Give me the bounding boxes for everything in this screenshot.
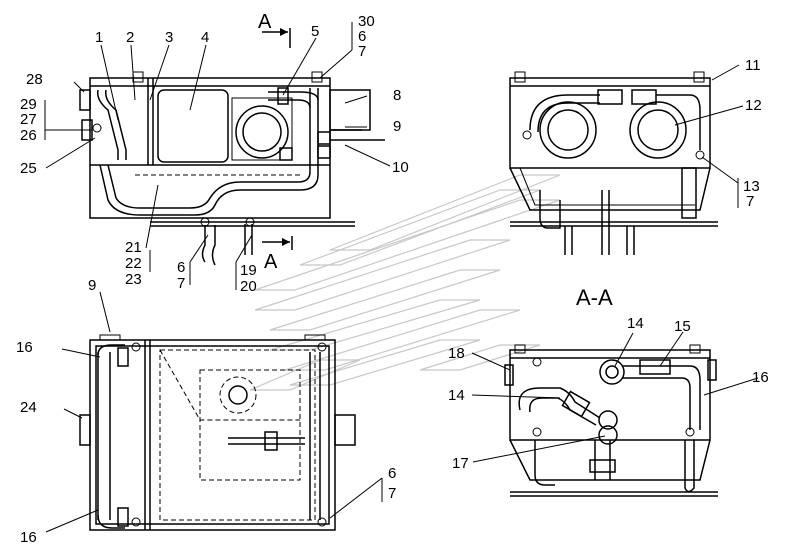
section-view: [504, 344, 718, 497]
callout-13: 13: [743, 178, 760, 195]
callout-27: 27: [20, 111, 37, 128]
callout-5: 5: [311, 23, 319, 40]
section-title: A-A: [576, 285, 613, 310]
callout-21: 21: [125, 239, 142, 256]
callout-7-right: 7: [746, 193, 754, 210]
callout-23: 23: [125, 271, 142, 288]
callout-6-top: 6: [358, 28, 366, 45]
labels: A-A A A 1 2 3 4 5 30 6 7 28 29 27 26 25 …: [16, 11, 769, 546]
plan-view: [79, 334, 356, 531]
side-view: [509, 71, 718, 255]
callout-29: 29: [20, 96, 37, 113]
callout-16-top: 16: [16, 339, 33, 356]
callout-7-mid: 7: [177, 275, 185, 292]
callout-7-top: 7: [358, 43, 366, 60]
callout-10: 10: [392, 159, 409, 176]
callout-2: 2: [126, 29, 134, 46]
callout-25: 25: [20, 160, 37, 177]
callout-14-top: 14: [627, 315, 644, 332]
callout-30: 30: [358, 13, 375, 30]
callout-20: 20: [240, 278, 257, 295]
callout-18: 18: [448, 345, 465, 362]
callout-4: 4: [201, 29, 209, 46]
callout-16-bottom: 16: [20, 529, 37, 546]
callout-12: 12: [745, 97, 762, 114]
callout-15: 15: [674, 318, 691, 335]
callout-24: 24: [20, 399, 37, 416]
callout-19: 19: [240, 262, 257, 279]
callout-17: 17: [452, 455, 469, 472]
callout-3: 3: [165, 29, 173, 46]
callout-6-bottom: 6: [388, 465, 396, 482]
callout-9-bottom: 9: [88, 277, 96, 294]
callout-16-right: 16: [752, 369, 769, 386]
leader-lines: [44, 22, 759, 533]
section-mark-bottom: A: [264, 251, 278, 273]
callout-6-mid: 6: [177, 259, 185, 276]
callout-9-top: 9: [393, 118, 401, 135]
section-mark-top: A: [258, 11, 272, 33]
callout-11: 11: [745, 57, 761, 74]
front-view: [79, 28, 385, 266]
callout-22: 22: [125, 255, 142, 272]
callout-14-left: 14: [448, 387, 465, 404]
callout-7-bottom: 7: [388, 485, 396, 502]
callout-8: 8: [393, 87, 401, 104]
callout-26: 26: [20, 127, 37, 144]
callout-1: 1: [95, 29, 103, 46]
callout-28: 28: [26, 71, 43, 88]
